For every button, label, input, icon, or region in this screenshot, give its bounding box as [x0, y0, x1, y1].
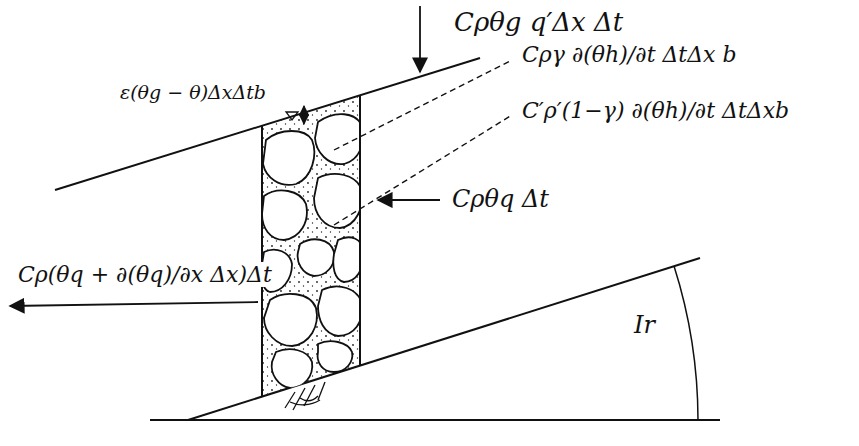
water-storage-label: Cργ ∂(θh)/∂t ΔtΔx b	[520, 42, 739, 67]
outflow-arrow	[10, 302, 258, 306]
inflow-arrow	[419, 6, 421, 72]
inflow-label: Cρθq Δt	[450, 186, 551, 214]
water-level-symbol	[286, 112, 298, 120]
outflow-label: Cρ(θq + ∂(θq)/∂x Δx)Δt	[16, 262, 274, 287]
exchange-label: ε(θg − θ)ΔxΔtb	[118, 82, 268, 104]
angle-label: Ir	[632, 312, 657, 340]
leader-line	[334, 60, 512, 150]
soil-column	[255, 90, 365, 400]
inflow-arrow	[378, 199, 440, 201]
bed-hatching	[285, 382, 325, 410]
angle-arc	[674, 266, 698, 420]
ground-surface	[55, 58, 480, 190]
exchange-arrow	[303, 106, 304, 124]
horizontal-line	[150, 419, 720, 421]
heat-input-label: Cρθg q′Δx Δt	[452, 8, 625, 38]
solid-storage-label: C′ρ′(1−γ) ∂(θh)/∂t ΔtΔxb	[520, 98, 791, 123]
